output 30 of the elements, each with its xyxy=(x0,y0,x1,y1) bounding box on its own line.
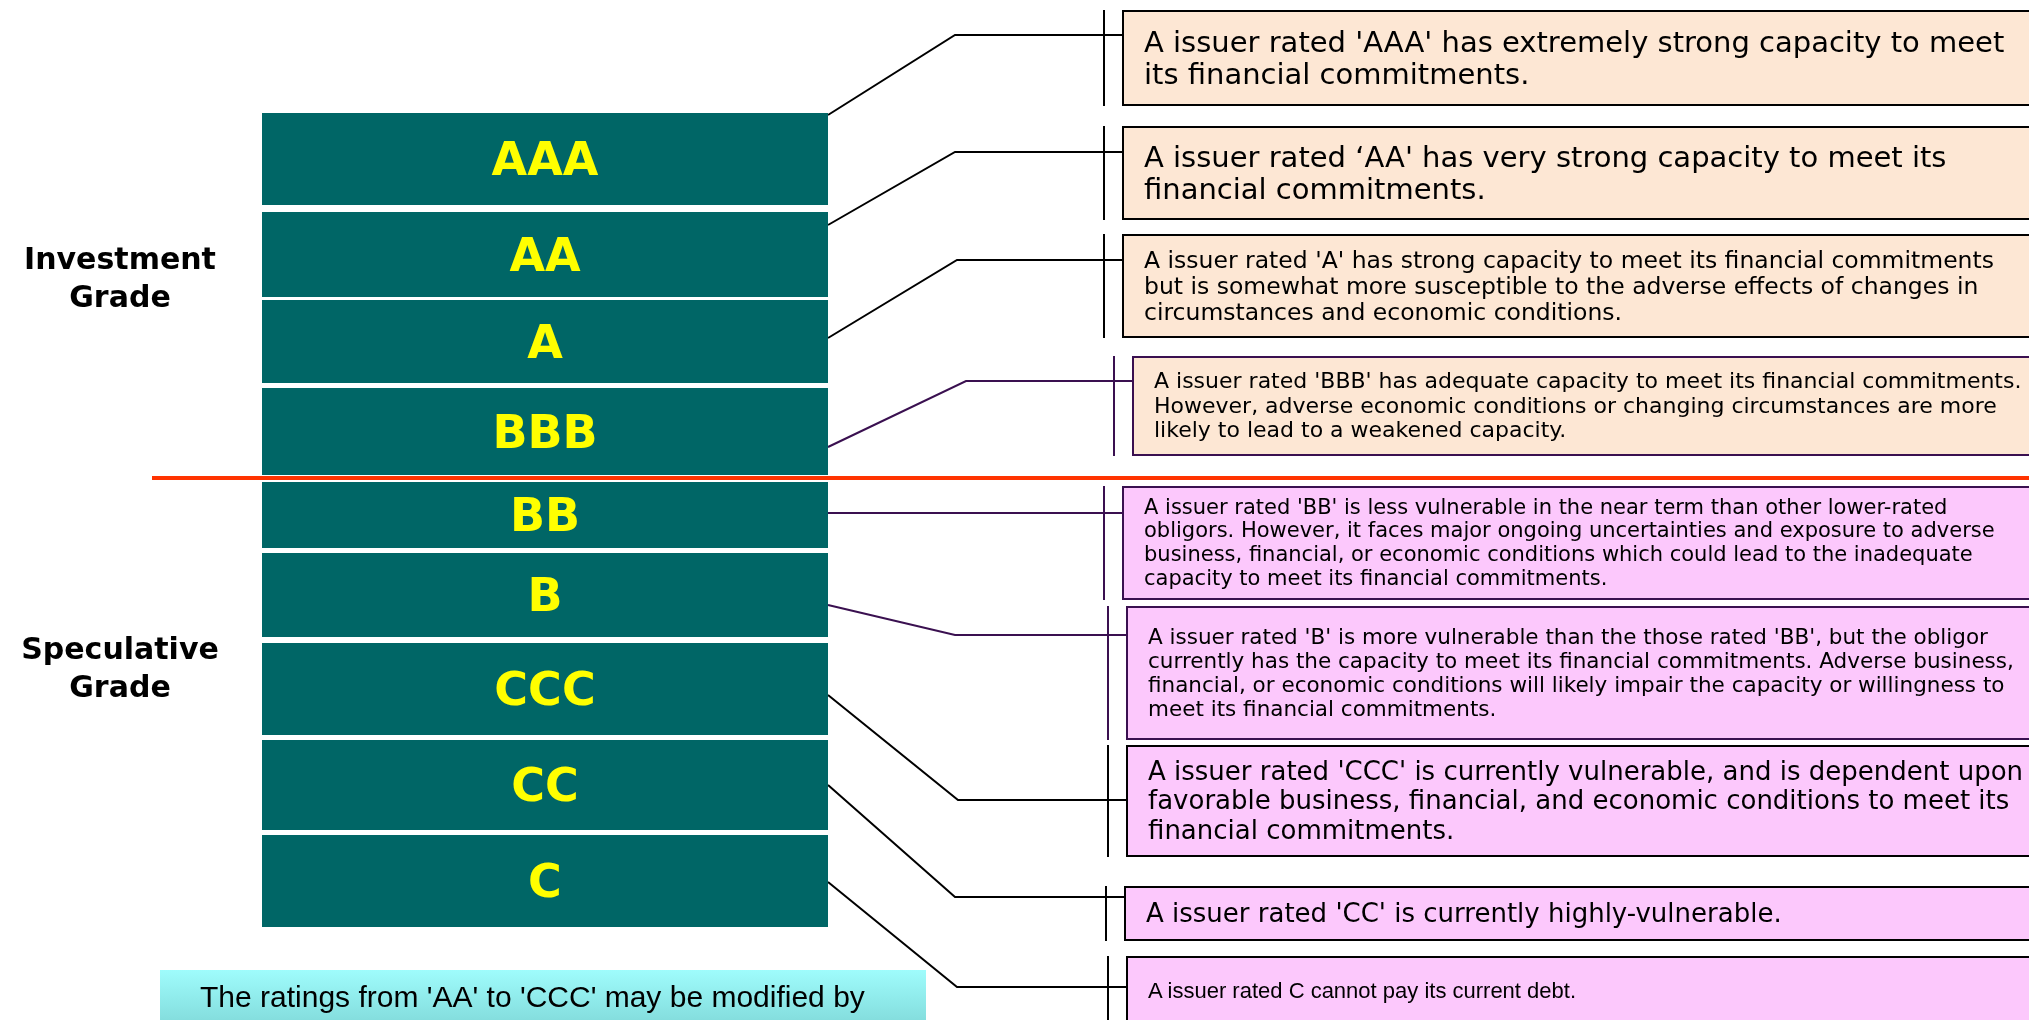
rating-band: C xyxy=(262,835,828,927)
leader-line xyxy=(827,694,1127,858)
description-box: A issuer rated C cannot pay its current debt. xyxy=(1126,956,2029,1020)
rating-band: AA xyxy=(262,212,828,297)
rating-band: BBB xyxy=(262,388,828,475)
leader-line xyxy=(827,233,1123,339)
rating-band: A xyxy=(262,300,828,383)
grade-label: Speculative Grade xyxy=(20,630,220,705)
leader-line xyxy=(827,9,1123,116)
description-box: A issuer rated 'A' has strong capacity to meet its financial commitments but is somewhat more susceptible to the adverse effects of changes in circumstances and economic conditions. xyxy=(1122,234,2029,338)
note-box: The ratings from 'AA' to 'CCC' may be modified by xyxy=(160,970,926,1020)
rating-band: CCC xyxy=(262,643,828,735)
description-box: A issuer rated 'CCC' is currently vulnerable, and is dependent upon favorable business, financial, and economic conditions to meet its financial commitments. xyxy=(1126,745,2029,857)
description-box: A issuer rated 'AAA' has extremely strong capacity to meet its financial commitments. xyxy=(1122,10,2029,106)
grade-label: Investment Grade xyxy=(23,240,217,315)
description-box: A issuer rated ‘AA' has very strong capacity to meet its financial commitments. xyxy=(1122,126,2029,220)
description-box: A issuer rated 'B' is more vulnerable than the those rated 'BB', but the obligor currently has the capacity to meet its financial commitments. Adverse business, financial, or economic conditions will likely impair the capacity or willingness to meet its financial commitments. xyxy=(1126,606,2029,740)
description-box: A issuer rated 'BBB' has adequate capacity to meet its financial commitments. However, adverse economic conditions or changing circumstances are more likely to lead to a weakened capacity. xyxy=(1132,356,2029,456)
description-box: A issuer rated 'BB' is less vulnerable in the near term than other lower-rated obligors. However, it faces major ongoing uncertainties and exposure to adverse business, financial, or economic conditions which could lead to the inadequate capacity to meet its financial commitments. xyxy=(1122,486,2029,600)
leader-line xyxy=(827,784,1125,942)
leader-line xyxy=(827,485,1123,601)
rating-band: CC xyxy=(262,740,828,830)
leader-line xyxy=(827,604,1127,741)
leader-line xyxy=(827,881,1127,1020)
description-box: A issuer rated 'CC' is currently highly-vulnerable. xyxy=(1124,886,2029,941)
rating-band: B xyxy=(262,553,828,637)
leader-line xyxy=(827,355,1133,457)
rating-band: AAA xyxy=(262,113,828,205)
rating-band: BB xyxy=(262,482,828,548)
leader-line xyxy=(827,125,1123,226)
